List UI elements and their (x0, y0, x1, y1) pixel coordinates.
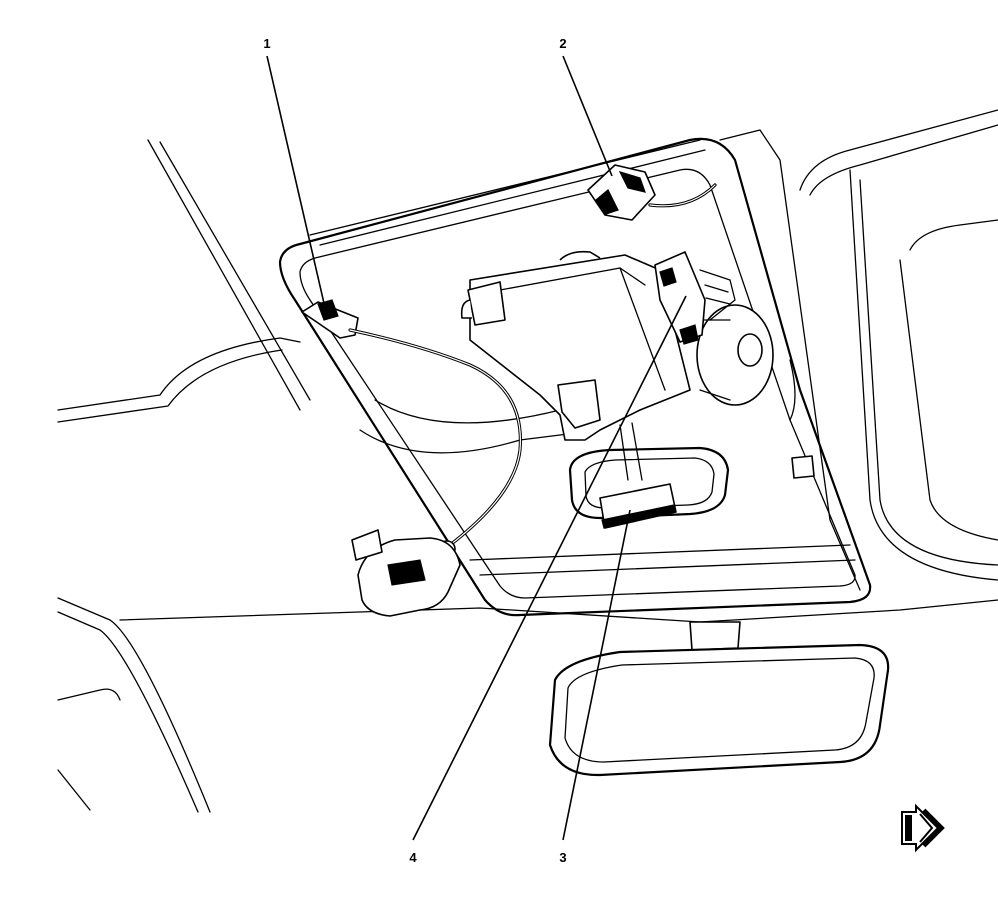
leader-line-3 (562, 509, 631, 841)
connector-3 (568, 422, 730, 529)
callout-4: 4 (409, 850, 417, 865)
connector-2 (587, 164, 717, 221)
headliner-outline (57, 139, 998, 813)
rearview-mirror (548, 621, 890, 777)
callout-2: 2 (559, 36, 566, 51)
roof-panel-right (719, 109, 998, 591)
console-housing (278, 137, 872, 617)
leader-line-2 (562, 55, 613, 177)
callout-1: 1 (263, 36, 270, 51)
leader-line-1 (266, 55, 327, 313)
callout-3: 3 (559, 850, 566, 865)
leader-lines (266, 55, 687, 841)
leader-line-4 (412, 295, 687, 841)
next-page-arrow-icon[interactable] (901, 803, 945, 853)
connector-4 (654, 251, 736, 345)
connector-1 (301, 299, 523, 617)
console-module (460, 250, 774, 441)
